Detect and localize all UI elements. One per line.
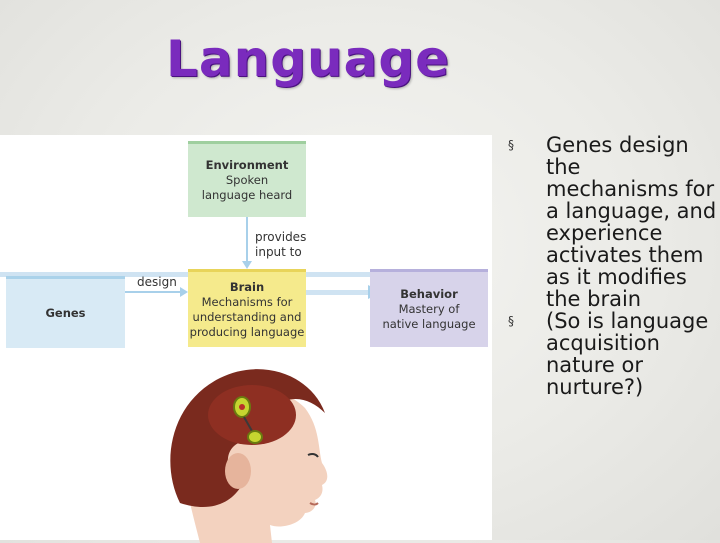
environment-title: Environment xyxy=(206,158,289,173)
bullet-item-2: § (So is language acquisition nature or … xyxy=(508,310,718,398)
environment-box: Environment Spoken language heard xyxy=(188,141,306,217)
behavior-title: Behavior xyxy=(400,287,458,302)
bullet-item-1: § Genes design the mechanisms for a lang… xyxy=(508,134,718,310)
genes-box: Genes xyxy=(6,276,125,348)
bullet-text: (So is language acquisition nature or nu… xyxy=(546,310,718,398)
design-label: design xyxy=(137,275,177,290)
slide-title: Language xyxy=(166,30,450,88)
environment-line1: Spoken xyxy=(226,173,268,188)
provides-label: provides input to xyxy=(255,230,306,260)
bullet-list: § Genes design the mechanisms for a lang… xyxy=(508,134,718,398)
behavior-line1: Mastery of xyxy=(399,302,460,317)
bullet-marker: § xyxy=(508,310,546,398)
brain-line1: Mechanisms for xyxy=(202,295,293,310)
child-head-illustration xyxy=(160,353,340,543)
brain-box: Brain Mechanisms for understanding and p… xyxy=(188,269,306,347)
behavior-line2: native language xyxy=(382,317,475,332)
bullet-marker: § xyxy=(508,134,546,310)
brain-title: Brain xyxy=(230,280,264,295)
genes-title: Genes xyxy=(45,306,85,321)
provides-line2: input to xyxy=(255,245,306,260)
behavior-box: Behavior Mastery of native language xyxy=(370,269,488,347)
brain-line2: understanding and xyxy=(193,310,302,325)
provides-line1: provides xyxy=(255,230,306,245)
bullet-text: Genes design the mechanisms for a langua… xyxy=(546,134,718,310)
brain-line3: producing language xyxy=(190,325,305,340)
diagram-figure: Environment Spoken language heard Genes … xyxy=(0,135,492,540)
environment-line2: language heard xyxy=(202,188,292,203)
